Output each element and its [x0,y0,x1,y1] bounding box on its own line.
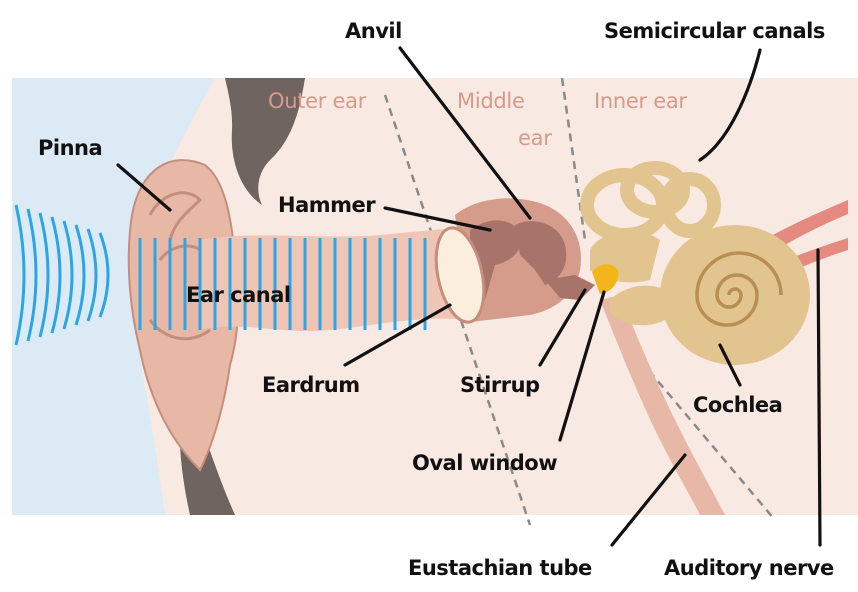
region-label-inner-ear: Inner ear [594,89,687,113]
region-label-outer-ear: Outer ear [268,89,367,113]
label-semicircular-canals: Semicircular canals [604,19,825,43]
label-eardrum: Eardrum [262,373,360,397]
auditory-nerve-leader [818,250,820,545]
label-anvil: Anvil [345,19,402,43]
region-label-middle-ear: ear [518,126,552,150]
label-auditory-nerve: Auditory nerve [664,556,834,580]
label-stirrup: Stirrup [460,373,540,397]
label-ear-canal: Ear canal [186,283,291,307]
label-hammer: Hammer [278,193,376,217]
label-cochlea: Cochlea [693,393,782,417]
region-label-middle: Middle [457,89,525,113]
label-oval-window: Oval window [412,451,557,475]
label-pinna: Pinna [38,136,102,160]
label-eustachian-tube: Eustachian tube [408,556,592,580]
